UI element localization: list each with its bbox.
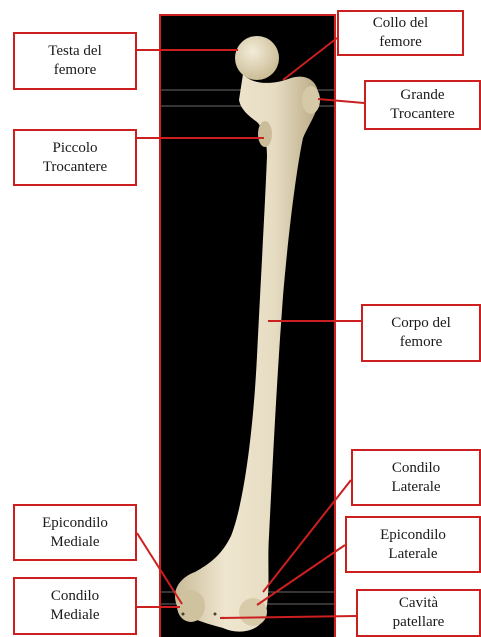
label-collo-del-femore: Collo del femore [337, 10, 464, 56]
femoral-head [235, 36, 279, 80]
label-grande-trocantere: Grande Trocantere [364, 80, 481, 130]
label-corpo-del-femore: Corpo del femore [361, 304, 481, 362]
lesser-trochanter [258, 121, 272, 147]
bone-detail [214, 613, 217, 616]
femur-shaft [175, 74, 319, 632]
bone-detail [182, 613, 185, 616]
label-epicondilo-mediale: Epicondilo Mediale [13, 504, 137, 561]
greater-trochanter [302, 86, 320, 114]
label-condilo-mediale: Condilo Mediale [13, 577, 137, 635]
label-cavita-patellare: Cavità patellare [356, 589, 481, 637]
label-piccolo-trocantere: Piccolo Trocantere [13, 129, 137, 186]
bone-detail [222, 617, 224, 619]
medial-condyle [177, 590, 205, 622]
label-testa-del-femore: Testa del femore [13, 32, 137, 90]
label-epicondilo-laterale: Epicondilo Laterale [345, 516, 481, 573]
femur-photo [159, 14, 336, 637]
lateral-condyle [239, 598, 267, 626]
label-condilo-laterale: Condilo Laterale [351, 449, 481, 506]
femur-illustration [161, 16, 336, 637]
